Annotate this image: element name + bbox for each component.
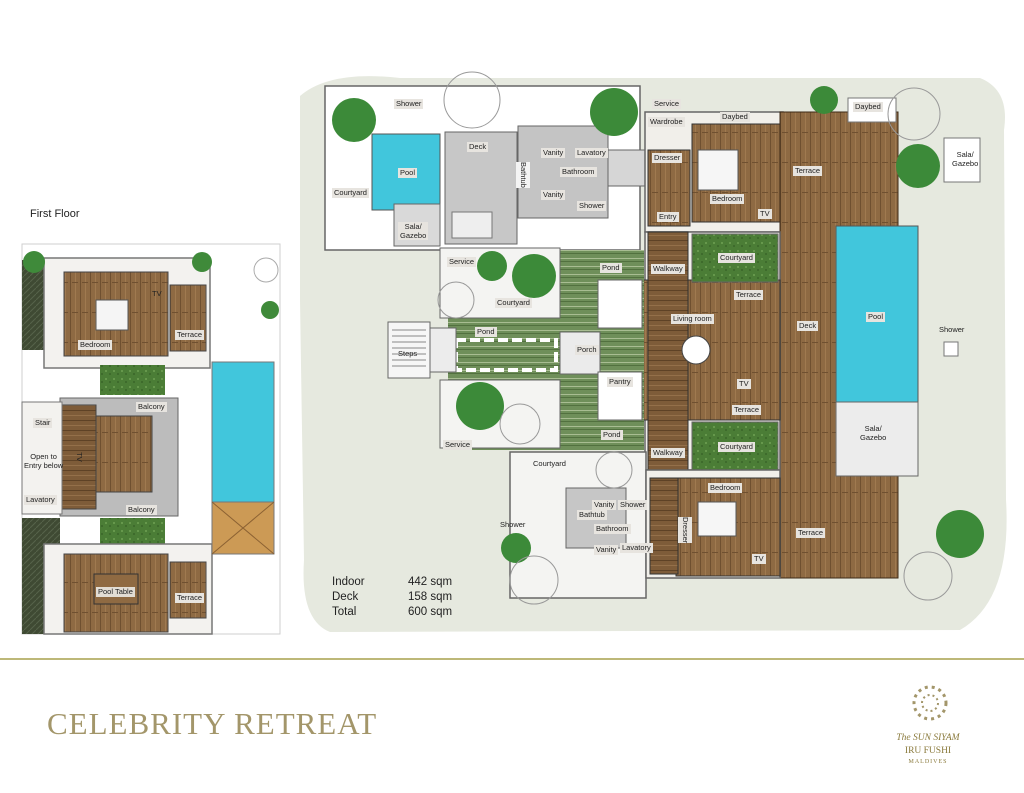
logo-mark [912,685,948,721]
stat-deck: Deck 158 sqm [332,590,452,605]
tv-2-label: TV [737,379,751,389]
service-low-label: Service [443,440,473,450]
ff-balcony-top-label: Balcony [136,402,167,412]
stat-deck-value: 158 sqm [408,591,453,603]
first-floor-plan [21,243,281,635]
entry-label: Entry [657,212,679,222]
sala-gazebo-left-label: Sala/ Gazebo [398,222,429,240]
terrace-3-label: Terrace [732,405,762,415]
bedroom-2-label: Bedroom [708,483,743,493]
area-stats: Indoor 442 sqm Deck 158 sqm Total 600 sq… [332,575,452,620]
deck-mid-label: Deck [797,321,819,331]
ff-bedroom-label: Bedroom [78,340,113,350]
terrace-1-label: Terrace [793,166,823,176]
stat-total: Total 600 sqm [332,605,452,620]
shower-top-label: Shower [394,99,424,109]
sala-gazebo-right-label: Sala/ Gazebo [952,150,979,168]
ground-floor-plan [324,71,984,605]
bathroom-2-label: Bathroom [594,524,631,534]
shower-low-label: Shower [500,520,526,529]
porch-label: Porch [575,345,599,355]
ff-pool-table-label: Pool Table [96,587,135,597]
courtyard-1-label: Courtyard [718,253,755,263]
stat-total-value: 600 sqm [408,606,453,618]
pond-3-label: Pond [601,430,623,440]
walkway-2-label: Walkway [651,448,685,458]
deck-top-label: Deck [467,142,489,152]
steps-label: Steps [398,349,418,358]
terrace-2-label: Terrace [734,290,764,300]
ff-tv-side-label: TV [74,452,84,462]
walkway-1-label: Walkway [651,264,685,274]
dresser-1-label: Dresser [652,153,683,163]
footer-divider [0,658,1024,660]
dresser-2-label: Dresser [678,517,692,544]
bathtub-2-label: Bathtub [577,510,607,520]
pantry-label: Pantry [607,377,633,387]
courtyard-2-label: Courtyard [718,442,755,452]
bathroom-1-label: Bathroom [560,167,597,177]
first-floor-title: First Floor [30,208,80,220]
tv-3-label: TV [752,554,766,564]
tv-1-label: TV [758,209,772,219]
sala-gazebo-pool-label: Sala/ Gazebo [860,424,887,442]
lavatory-2-label: Lavatory [620,543,653,553]
logo-line-1: The SUN SIYAM [896,733,960,743]
ff-lavatory-label: Lavatory [24,495,57,505]
ff-terrace-label: Terrace [175,330,205,340]
ff-tv-label: TV [152,289,162,298]
ff-open-to-entry-label: Open to Entry below [24,452,64,470]
pool-left-label: Pool [398,168,418,178]
shower-2-label: Shower [618,500,648,510]
courtyard-low-label: Courtyard [533,459,566,468]
pond-2-label: Pond [475,327,497,337]
stat-indoor-value: 442 sqm [408,576,453,588]
page-title: CELEBRITY RETREAT [47,706,378,741]
shower-1-label: Shower [577,201,607,211]
shower-right-label: Shower [939,325,965,334]
courtyard-mid-label: Courtyard [495,298,532,308]
pool-right-label: Pool [866,312,886,322]
courtyard-left-label: Courtyard [332,188,369,198]
wardrobe-label: Wardrobe [648,117,685,127]
daybed-2-label: Daybed [853,102,883,112]
daybed-1-label: Daybed [720,112,750,122]
ff-stair-label: Stair [33,418,53,428]
stat-indoor: Indoor 442 sqm [332,575,452,590]
living-room-label: Living room [671,314,714,324]
bedroom-1-label: Bedroom [710,194,745,204]
service-mid-label: Service [447,257,477,267]
stat-indoor-label: Indoor [332,576,365,588]
ff-terrace-bottom-label: Terrace [175,593,205,603]
service-top-label: Service [652,99,682,109]
vanity-4-label: Vanity [594,545,619,555]
bathtub-1-label: Bathtub [516,162,530,188]
terrace-4-label: Terrace [796,528,826,538]
vanity-3-label: Vanity [592,500,617,510]
logo-line-2: IRU FUSHI [904,746,952,756]
stat-total-label: Total [332,606,357,618]
vanity-2-label: Vanity [541,190,566,200]
resort-logo: The SUN SIYAM IRU FUSHI MALDIVES [884,683,964,773]
logo-line-3: MALDIVES [908,759,948,765]
ff-balcony-bottom-label: Balcony [126,505,157,515]
stat-deck-label: Deck [332,591,359,603]
pond-1-label: Pond [600,263,622,273]
vanity-1-label: Vanity [541,148,566,158]
lavatory-1-label: Lavatory [575,148,608,158]
